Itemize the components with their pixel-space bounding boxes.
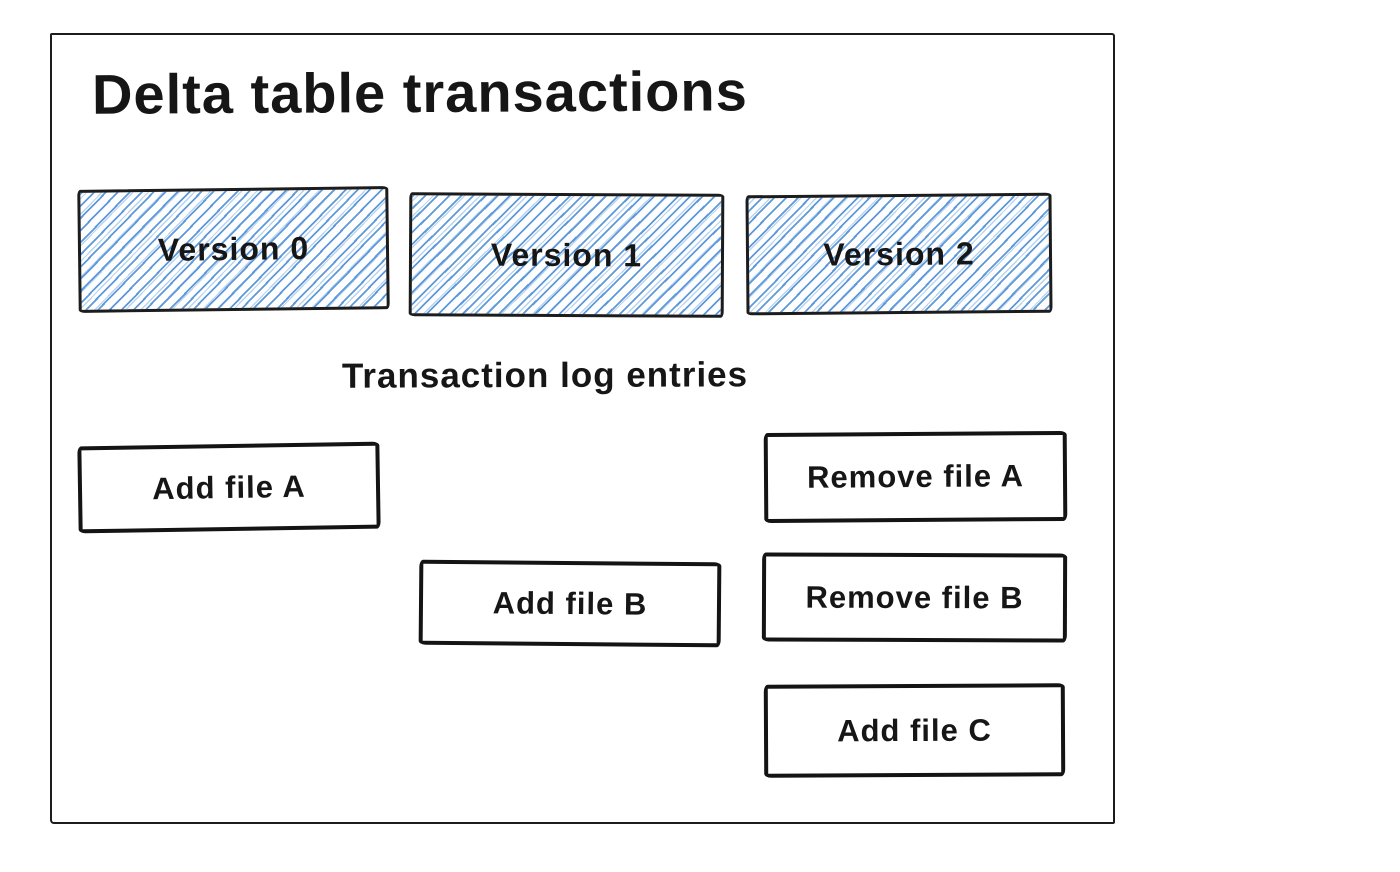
log-entry-add-file-b: Add file B bbox=[418, 559, 722, 648]
log-entry-remove-file-b: Remove file B bbox=[761, 552, 1068, 643]
log-entry-label: Remove file A bbox=[806, 458, 1025, 495]
log-entry-label: Add file B bbox=[492, 584, 648, 622]
version-box-1: Version 1 bbox=[408, 192, 725, 318]
diagram-title: Delta table transactions bbox=[91, 59, 748, 126]
version-box-0: Version 0 bbox=[77, 186, 390, 313]
log-entry-label: Remove file B bbox=[805, 579, 1024, 615]
version-1-label: Version 1 bbox=[490, 236, 643, 273]
log-entry-label: Add file C bbox=[837, 712, 992, 748]
log-entry-add-file-a: Add file A bbox=[77, 441, 381, 534]
log-entry-label: Add file A bbox=[151, 468, 307, 506]
log-entry-remove-file-a: Remove file A bbox=[763, 430, 1068, 524]
version-2-label: Version 2 bbox=[823, 234, 975, 273]
version-box-2: Version 2 bbox=[745, 192, 1053, 316]
log-entry-add-file-c: Add file C bbox=[763, 683, 1066, 778]
log-entries-caption: Transaction log entries bbox=[341, 355, 749, 396]
version-0-label: Version 0 bbox=[157, 230, 310, 268]
